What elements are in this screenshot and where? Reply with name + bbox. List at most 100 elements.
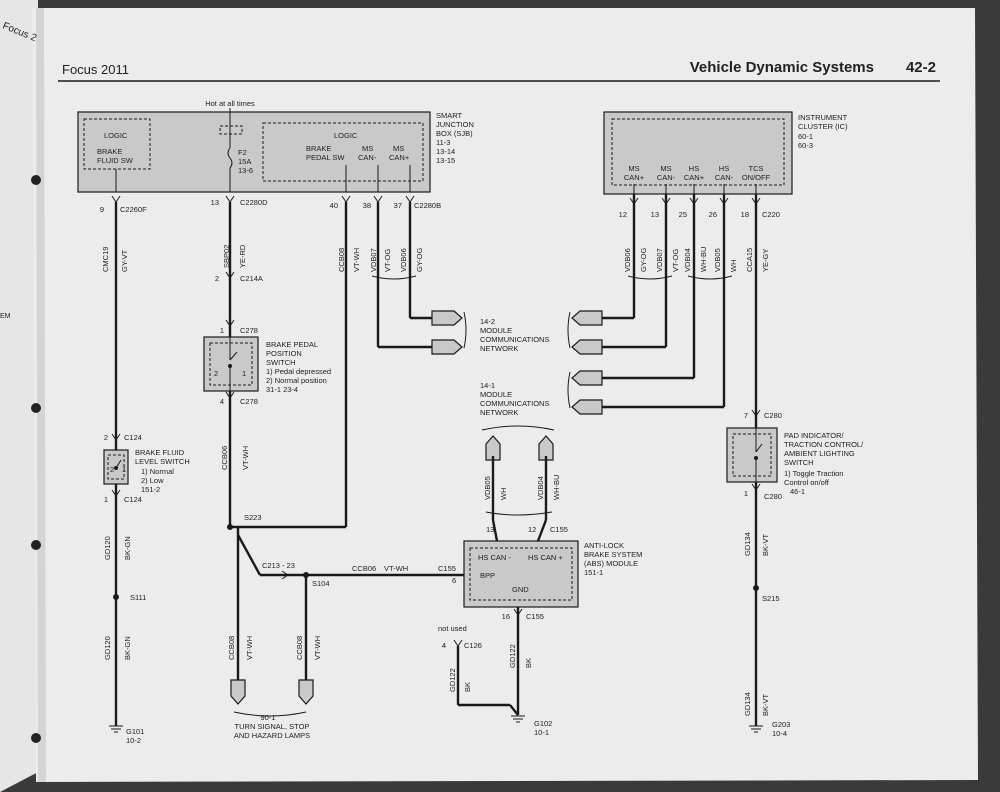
c280-top-arrow <box>751 409 761 417</box>
sjb-brake-pedal-sw-1: BRAKE <box>306 144 331 153</box>
w5-circuit: VDB06 <box>399 248 408 272</box>
lamp-distribution: C213 - 23 S104 CCB06 VT-WH CCB08 VT-WH C… <box>227 527 466 740</box>
bpp-title-3: SWITCH <box>266 358 296 367</box>
vdb05-circuit: VDB05 <box>483 476 492 500</box>
w3-color: VT-WH <box>352 248 361 272</box>
net1-connector-right-2 <box>571 339 603 355</box>
abs-hs-can-plus: HS CAN + <box>528 553 563 562</box>
gd134-top-circuit: GD134 <box>743 532 752 556</box>
abs-pin16: 16 <box>502 612 510 621</box>
splice-s215-dot <box>753 585 759 591</box>
bf-bottom-arrow <box>111 489 121 497</box>
sjb-logic-left-box <box>83 118 151 170</box>
ic-pin-color: WH-BU <box>699 247 708 272</box>
gd122-right-color: BK <box>524 658 533 668</box>
sjb-title-1: SMART <box>436 111 463 120</box>
sjb-brake-pedal-sw-2: PEDAL SW <box>306 153 345 162</box>
g101-name: G101 <box>126 727 144 736</box>
paper-sheet <box>32 8 978 782</box>
bf-bottom-conn: C124 <box>124 495 142 504</box>
ground-g102-symbol <box>511 715 525 723</box>
net2-ref: 14-1 <box>480 381 495 390</box>
ic-pin-color: GY-OG <box>639 248 648 272</box>
fuse-symbol <box>227 147 233 192</box>
w1-color: GY-VT <box>120 249 129 272</box>
abs-title-1: ANTI-LOCK <box>584 541 624 550</box>
fuse-ref: 13-6 <box>238 166 253 175</box>
splice-s111-dot <box>113 594 119 600</box>
abs-twist-mark <box>485 511 553 516</box>
tc-title-1: PAD INDICATOR/ <box>784 431 845 440</box>
ic-pin-name-top: HS <box>719 164 729 173</box>
bf-top-arrow <box>111 433 121 441</box>
tc-bottom-pin: 1 <box>744 489 748 498</box>
bpp-state-3: 31-1 23-4 <box>266 385 298 394</box>
net2-line-2: COMMUNICATIONS <box>480 399 549 408</box>
gd120-bot-circuit: GD120 <box>103 636 112 660</box>
ic-pin-number: 25 <box>679 210 687 219</box>
net1-connector-right-1 <box>571 310 603 326</box>
net2-connector-right-2 <box>571 399 603 415</box>
bpp-inner-left: 2 <box>214 369 218 378</box>
ic-pin-name-top: MS <box>660 164 671 173</box>
sjb-hot-label: Hot at all times <box>205 99 255 108</box>
ic-pin-number: 12 <box>619 210 627 219</box>
tc-title-4: SWITCH <box>784 458 814 467</box>
lamp-connector-left <box>230 679 246 705</box>
ccb08-circuit: CCB08 VT-WH S223 <box>227 202 361 530</box>
binding-shadow <box>36 8 46 782</box>
gd122-left-circuit: GD122 <box>448 668 457 692</box>
bf-top-pin: 2 <box>104 433 108 442</box>
sjb-ms-can-minus-2: CAN- <box>358 153 377 162</box>
abs-net-connector-right <box>538 435 554 461</box>
abs-pin6: 6 <box>452 576 456 585</box>
net1-connector-left-1 <box>431 310 463 326</box>
net1-line-1: MODULE <box>480 326 512 335</box>
ic-pin-name-bottom: CAN+ <box>684 173 705 182</box>
ic-pin-color: WH <box>729 260 738 273</box>
bpp-bottom-pin: 4 <box>220 397 224 406</box>
bf-title-1: BRAKE FLUID <box>135 448 185 457</box>
sjb-twist-mark <box>371 275 417 280</box>
ic-title-3: 60-1 <box>798 132 813 141</box>
ic-pin-name-bottom: CAN+ <box>624 173 645 182</box>
splice-s104: S104 <box>312 579 330 588</box>
header-left-title: Focus 2011 <box>62 62 129 77</box>
tc-state-3: 46-1 <box>790 487 805 496</box>
net2-line-3: NETWORK <box>480 408 518 417</box>
net2-line-1: MODULE <box>480 390 512 399</box>
tc-switch-circuit: 7 C280 PAD INDICATOR/ TRACTION CONTROL/ … <box>726 202 864 738</box>
bpp-inner-right: 1 <box>242 369 246 378</box>
ic-pin-circuit: VDB07 <box>655 248 664 272</box>
w2-color: YE-RD <box>238 244 247 268</box>
bf-title-2: LEVEL SWITCH <box>135 457 190 466</box>
tc-state-1: 1) Toggle Traction <box>784 469 843 478</box>
abs-box <box>463 540 579 608</box>
ic-pin-name-bottom: CAN- <box>715 173 734 182</box>
gd134-bot-color: BK-VT <box>761 693 770 716</box>
w2-conn2: C214A <box>240 274 263 283</box>
c126-conn: C126 <box>464 641 482 650</box>
ic-pin-circuit: VDB04 <box>683 248 692 272</box>
g203-name: G203 <box>772 720 790 729</box>
gd120-top-color: BK-GN <box>123 536 132 560</box>
bf-inner-left: 2 <box>110 465 114 474</box>
c214a-arrow <box>225 271 235 279</box>
sjb-logic-right-box <box>262 122 424 182</box>
ccb08-right-circuit: CCB08 <box>295 636 304 660</box>
abs-hs-can-minus: HS CAN - <box>478 553 511 562</box>
fuse-rating: 15A <box>238 157 251 166</box>
bf-top-conn: C124 <box>124 433 142 442</box>
bf-state-3: 151-2 <box>141 485 160 494</box>
ccb06-abs-circuit: CCB06 <box>352 564 376 573</box>
ic-pin-name-bottom: CAN- <box>657 173 676 182</box>
ic-pin-circuit: CCA15 <box>745 248 754 272</box>
abs-title-4: 151-1 <box>584 568 603 577</box>
ic-can-wires <box>567 202 733 415</box>
g102-ref: 10-1 <box>534 728 549 737</box>
ic-pin-circuit: VDB06 <box>623 248 632 272</box>
g203-ref: 10-4 <box>772 729 787 738</box>
ccb08-right-color: VT-WH <box>313 636 322 660</box>
lamps-line-1: TURN SIGNAL, STOP <box>235 722 310 731</box>
